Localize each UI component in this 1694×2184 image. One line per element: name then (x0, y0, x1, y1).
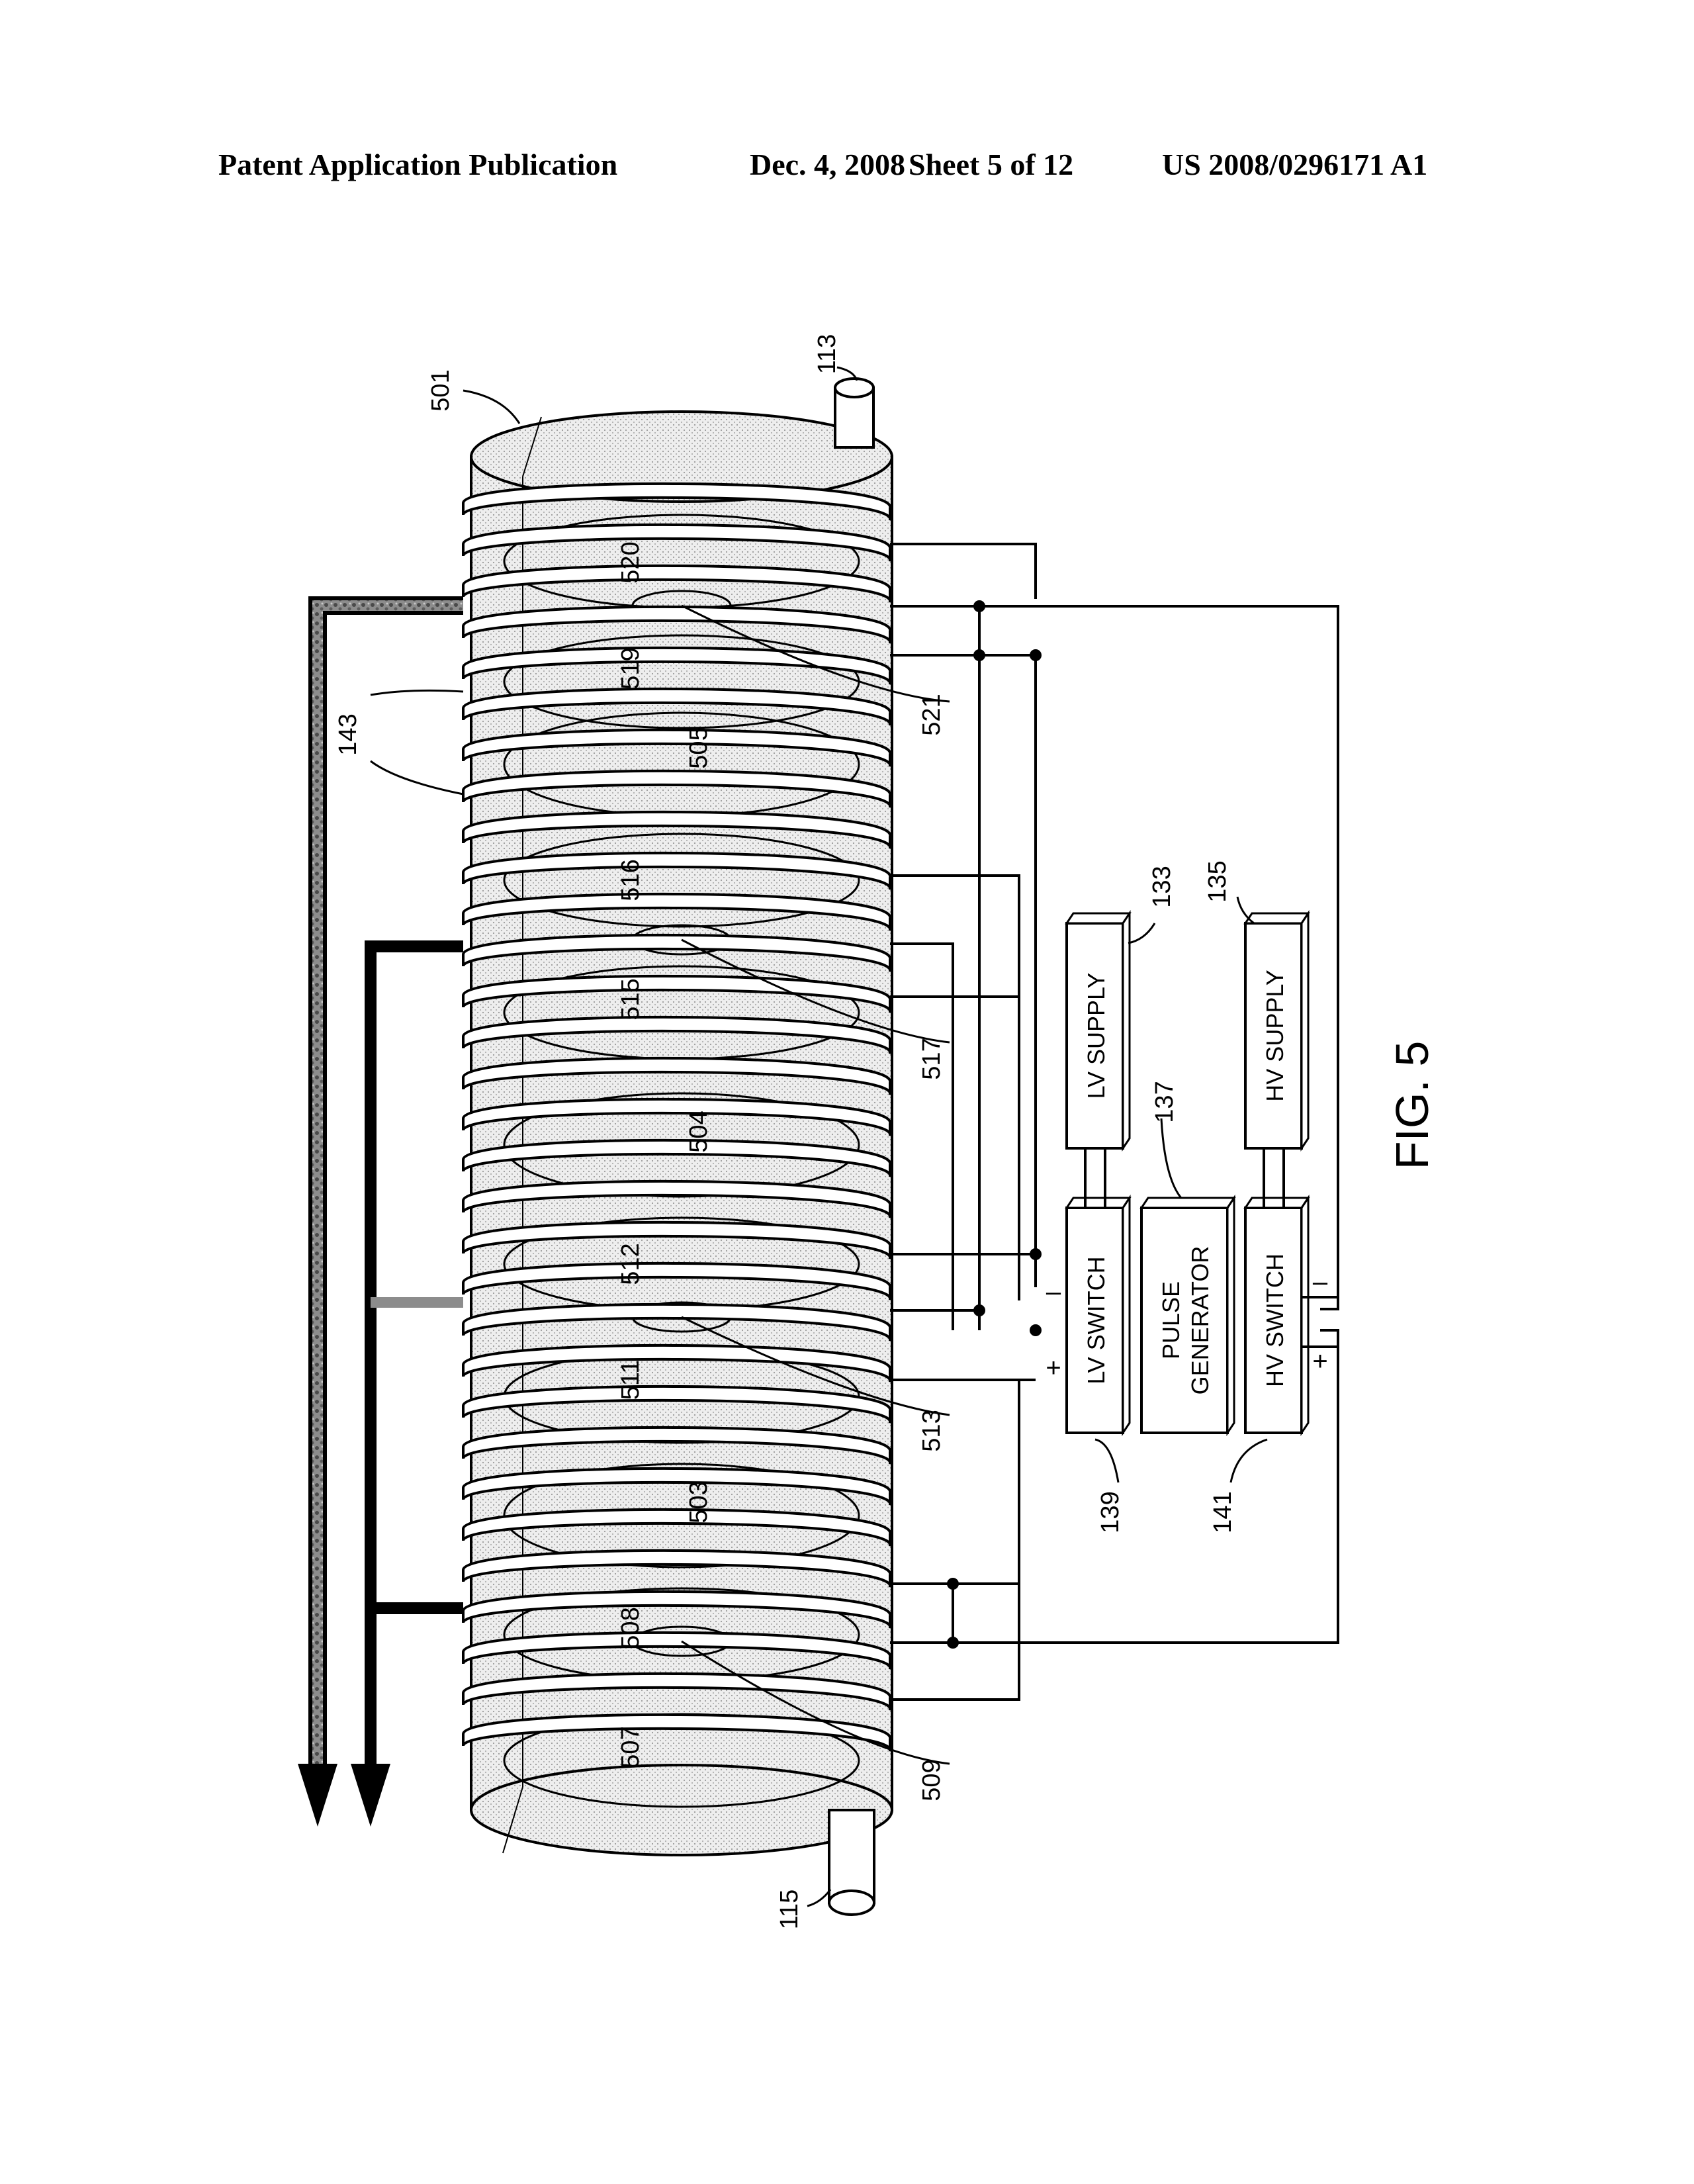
ref-141: 141 (1209, 1491, 1237, 1533)
ref-517: 517 (918, 1038, 946, 1079)
ref-511: 511 (617, 1360, 645, 1400)
end-port-115 (829, 1810, 874, 1915)
hv-switch: HV SWITCH (1245, 1198, 1308, 1433)
hv-switch-plus: + (1312, 1347, 1327, 1376)
ref-113: 113 (813, 334, 841, 375)
ref-505: 505 (685, 727, 713, 768)
lv-switch-plus: + (1046, 1353, 1061, 1383)
ref-503: 503 (685, 1481, 713, 1523)
lv-switch: LV SWITCH (1067, 1198, 1130, 1433)
ref-508: 508 (617, 1607, 645, 1649)
hv-switch-label: HV SWITCH (1261, 1253, 1288, 1387)
pulse-generator-line1: PULSE (1157, 1281, 1184, 1359)
end-port-113 (835, 379, 873, 447)
ref-139: 139 (1096, 1491, 1124, 1533)
ref-143: 143 (334, 713, 362, 755)
lv-supply-label: LV SUPPLY (1083, 973, 1110, 1099)
pulse-generator-line2: GENERATOR (1186, 1246, 1214, 1395)
lv-switch-minus: – (1046, 1277, 1061, 1306)
hv-switch-minus: – (1313, 1267, 1328, 1297)
ref-509: 509 (918, 1759, 946, 1801)
ref-501: 501 (427, 369, 455, 411)
lv-supply: LV SUPPLY (1067, 913, 1130, 1148)
ref-137: 137 (1151, 1081, 1179, 1122)
pulse-generator: PULSE GENERATOR (1141, 1198, 1234, 1433)
ref-519: 519 (617, 647, 645, 689)
ref-133: 133 (1148, 866, 1176, 907)
ref-504: 504 (685, 1111, 713, 1152)
ref-115: 115 (776, 1889, 803, 1930)
ref-515: 515 (617, 978, 645, 1020)
ref-512: 512 (617, 1243, 645, 1285)
hv-supply: HV SUPPLY (1245, 913, 1308, 1148)
ref-520: 520 (617, 541, 645, 583)
ref-507: 507 (617, 1726, 645, 1768)
figure-caption: FIG. 5 (1386, 1041, 1438, 1169)
lv-switch-label: LV SWITCH (1083, 1256, 1110, 1384)
ref-513: 513 (918, 1410, 946, 1451)
ref-516: 516 (617, 859, 645, 901)
ref-135: 135 (1204, 860, 1231, 902)
hv-supply-label: HV SUPPLY (1261, 970, 1288, 1101)
